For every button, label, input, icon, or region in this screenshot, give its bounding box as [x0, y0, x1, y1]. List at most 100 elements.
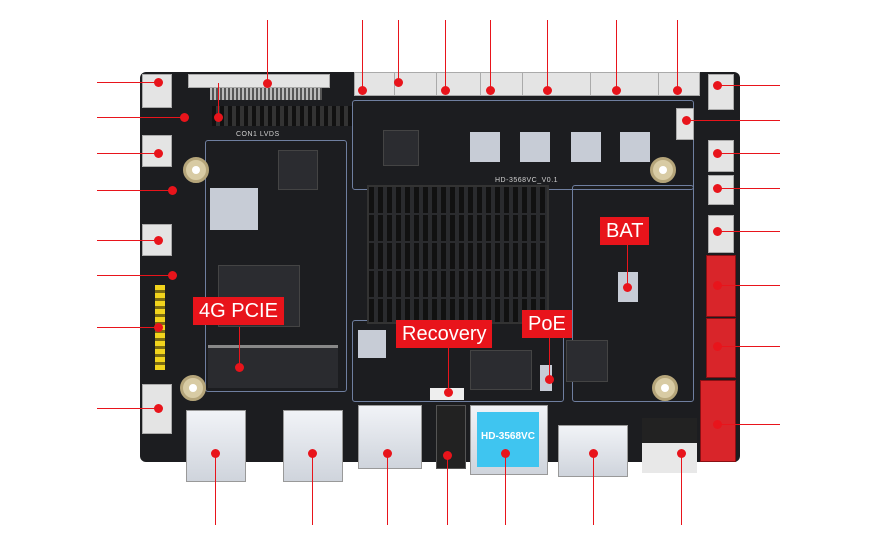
callout-dot [154, 236, 163, 245]
callout-line [97, 190, 172, 191]
callout-line [717, 285, 780, 286]
callout-line [717, 346, 780, 347]
callout-dot [263, 79, 272, 88]
callout-dot [214, 113, 223, 122]
callout-dot [486, 86, 495, 95]
callout-recovery: Recovery [396, 320, 493, 348]
callout-line [239, 327, 240, 367]
model-silkscreen: HD-3568VC_V0.1 [495, 177, 559, 184]
callout-dot [154, 78, 163, 87]
heatsink [367, 185, 549, 324]
callout-dot [443, 451, 452, 460]
gpio-header [212, 106, 352, 126]
callout-dot [308, 449, 317, 458]
callout-line [593, 453, 594, 525]
callout-dot [713, 420, 722, 429]
chip [566, 340, 608, 382]
callout-line [267, 20, 268, 83]
pcb-zone-left [205, 140, 347, 392]
callout-line [387, 453, 388, 525]
callout-dot [713, 281, 722, 290]
callout-line [549, 337, 550, 379]
callout-line [398, 20, 399, 82]
callout-dot [154, 323, 163, 332]
m2-slot [208, 345, 338, 388]
callout-dot [154, 404, 163, 413]
callout-dot [154, 149, 163, 158]
callout-line [445, 20, 446, 90]
ethernet-label: HD-3568VC [477, 412, 539, 467]
callout-line [97, 240, 158, 241]
audio-jack [436, 405, 466, 469]
right-connector [708, 74, 734, 110]
pcb-zone-right [572, 185, 694, 402]
callout-line [627, 245, 628, 287]
callout-dot [612, 86, 621, 95]
callout-bat: BAT [600, 217, 650, 245]
callout-line [505, 453, 506, 525]
callout-line [686, 120, 780, 121]
wifi-module [210, 188, 258, 230]
callout-line [677, 20, 678, 90]
callout-dot [713, 184, 722, 193]
callout-dot [673, 86, 682, 95]
mounting-hole [652, 375, 678, 401]
callout-line [97, 117, 184, 118]
callout-dot [501, 449, 510, 458]
callout-dot [677, 449, 686, 458]
callout-line [97, 153, 158, 154]
lvds-connector [188, 74, 330, 88]
callout-dot [168, 271, 177, 280]
callout-line [616, 20, 617, 90]
callout-dot [383, 449, 392, 458]
inductor [571, 132, 601, 162]
callout-line [547, 20, 548, 90]
callout-dot [168, 186, 177, 195]
callout-line [681, 453, 682, 525]
dc-power-jack [642, 418, 697, 473]
callout-dot [180, 113, 189, 122]
callout-poe: PoE [522, 310, 572, 338]
usb3-port [186, 410, 246, 482]
callout-dot [543, 86, 552, 95]
callout-4g-pcie: 4G PCIE [193, 297, 284, 325]
callout-line [717, 424, 780, 425]
callout-dot [682, 116, 691, 125]
mounting-hole [650, 157, 676, 183]
callout-dot [235, 363, 244, 372]
inductor [520, 132, 550, 162]
callout-dot [358, 86, 367, 95]
callout-line [448, 347, 449, 392]
callout-dot [713, 227, 722, 236]
lvds-pins [210, 88, 322, 100]
callout-line [717, 153, 780, 154]
callout-line [490, 20, 491, 90]
callout-dot [211, 449, 220, 458]
inductor [470, 132, 500, 162]
callout-dot [713, 342, 722, 351]
callout-line [717, 231, 780, 232]
chip [470, 350, 532, 390]
left-connector [142, 74, 172, 108]
callout-line [97, 327, 158, 328]
callout-line [97, 275, 172, 276]
usb3-port [283, 410, 343, 482]
callout-dot [545, 375, 554, 384]
callout-dot [394, 78, 403, 87]
callout-line [447, 455, 448, 525]
callout-dot [589, 449, 598, 458]
callout-line [218, 83, 219, 117]
callout-line [312, 453, 313, 525]
callout-line [97, 408, 158, 409]
callout-dot [441, 86, 450, 95]
callout-line [717, 188, 780, 189]
callout-dot [713, 149, 722, 158]
lvds-silkscreen: CON1 LVDS [236, 131, 280, 138]
callout-dot [623, 283, 632, 292]
inductor [620, 132, 650, 162]
chip-pad [358, 330, 386, 358]
top-connector [522, 72, 592, 96]
callout-dot [444, 388, 453, 397]
mounting-hole [183, 157, 209, 183]
top-connector [590, 72, 660, 96]
